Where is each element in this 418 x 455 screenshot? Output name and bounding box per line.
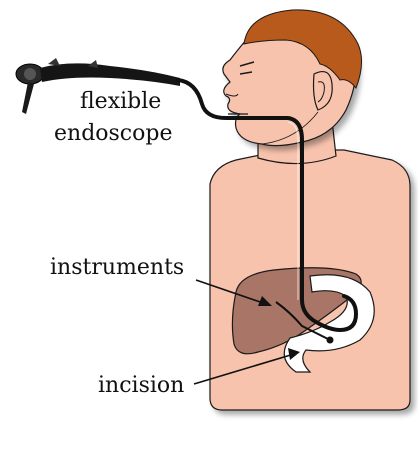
label-instruments: instruments [50, 255, 184, 280]
label-incision: incision [98, 373, 184, 398]
label-flexible: flexible [80, 89, 161, 114]
label-endoscope: endoscope [54, 121, 172, 146]
instrument-tip [327, 337, 334, 344]
